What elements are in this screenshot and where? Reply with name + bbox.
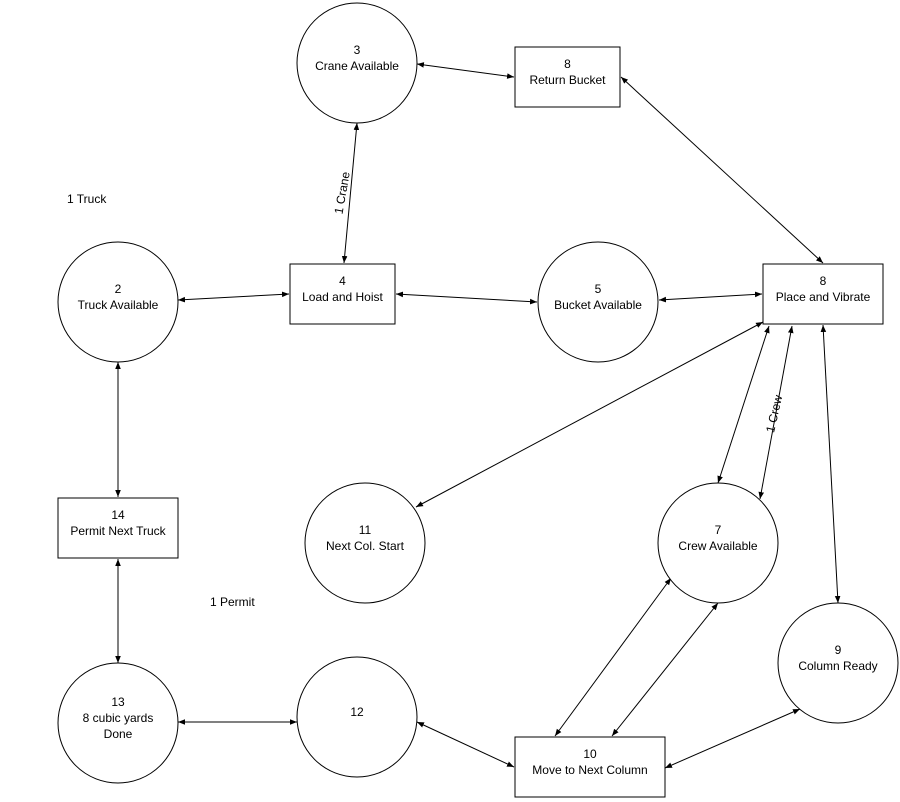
node-number: 5 [595, 282, 602, 296]
node-label: Crew Available [678, 539, 757, 553]
node-label: 8 cubic yards [83, 711, 154, 725]
edge-line [717, 325, 770, 484]
node-label: Bucket Available [554, 298, 642, 312]
node-number: 11 [359, 523, 372, 537]
edge-8b-7b: 1 Crew [758, 325, 794, 500]
node-label: Move to Next Column [532, 763, 647, 777]
edge-10-7b [611, 602, 719, 737]
edge-12-10 [416, 721, 515, 768]
node-circle [537, 241, 659, 363]
edge-line [416, 721, 515, 768]
edge-8a-8b [620, 76, 824, 264]
edge-3-8a [416, 62, 515, 79]
edge-line [395, 291, 538, 305]
note-permit: 1 Permit [210, 595, 255, 609]
edge-line [820, 324, 841, 604]
edge-label: 1 Crew [763, 393, 785, 434]
edge-line [554, 577, 672, 737]
node-number: 7 [715, 523, 722, 537]
node-box [57, 497, 179, 559]
edge-line [416, 62, 515, 79]
node-box [514, 46, 621, 108]
node-label: Load and Hoist [302, 290, 383, 304]
node-box [762, 263, 884, 325]
edge-line [177, 291, 290, 303]
edge-line [415, 321, 764, 508]
node-circle [777, 602, 899, 724]
notes: 1 Truck 1 Permit [67, 192, 255, 609]
node-box [289, 263, 396, 325]
node-number: 2 [115, 282, 122, 296]
edge-line [658, 291, 763, 303]
edge-line [664, 708, 801, 769]
node-label: Next Col. Start [326, 539, 405, 553]
edge-4-3: 1 Crane [332, 122, 360, 264]
node-number: 13 [111, 695, 125, 709]
node-circle [296, 2, 418, 124]
edges: 1 Crane 1 Crew [115, 62, 841, 769]
node-number: 9 [835, 643, 842, 657]
edge-8b-9 [820, 324, 841, 604]
edge-line [620, 76, 824, 264]
edge-2-4 [177, 291, 290, 303]
node-label: Crane Available [315, 59, 399, 73]
edge-5-8b [658, 291, 763, 303]
node-number: 3 [354, 43, 361, 57]
note-truck: 1 Truck [67, 192, 107, 206]
node-number: 10 [583, 747, 597, 761]
edge-4-5 [395, 291, 538, 305]
node-number: 8 [820, 274, 827, 288]
edge-10-7a [554, 577, 672, 737]
node-number: 8 [564, 57, 571, 71]
node-label: Done [104, 727, 133, 741]
node-number: 12 [350, 705, 364, 719]
edge-8b-7a [717, 325, 770, 484]
edge-line [341, 122, 360, 264]
node-label: Truck Available [78, 298, 159, 312]
node-circle [57, 241, 179, 363]
node-circle [304, 482, 426, 604]
edge-line [611, 602, 719, 737]
node-circle [657, 482, 779, 604]
edge-label: 1 Crane [332, 170, 353, 215]
node-label: Permit Next Truck [70, 524, 166, 538]
node-number: 14 [111, 508, 125, 522]
node-circle [296, 656, 418, 778]
node-label: Column Ready [798, 659, 877, 673]
edge-line [758, 325, 794, 500]
node-12: 12 [296, 656, 418, 778]
node-box [514, 736, 666, 798]
node-circle [57, 662, 179, 784]
edge-8b-11 [415, 321, 764, 508]
node-label: Return Bucket [529, 73, 606, 87]
edge-10-9 [664, 708, 801, 769]
node-label: Place and Vibrate [776, 290, 871, 304]
node-number: 4 [339, 274, 346, 288]
